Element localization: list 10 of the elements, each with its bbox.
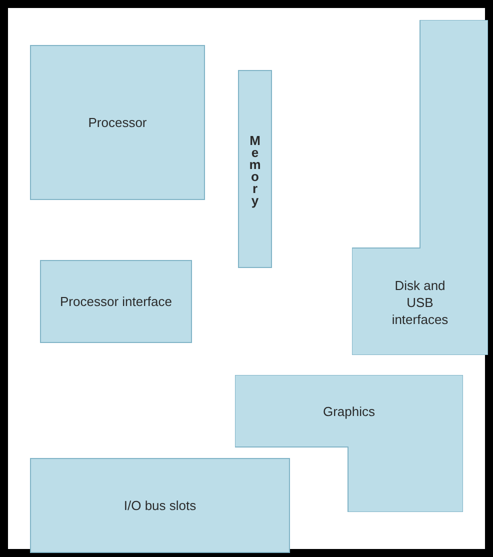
- memory-block: [238, 70, 272, 268]
- processor-interface-block: [40, 260, 192, 343]
- block-label: Memory: [246, 133, 264, 205]
- block-label: I/O bus slots: [124, 497, 196, 514]
- block-label: Processor interface: [60, 293, 172, 310]
- block-label: Processor: [88, 114, 147, 131]
- processor-block: [30, 45, 205, 200]
- block-label: Graphics: [322, 402, 376, 420]
- expansion-slot-block: [30, 458, 290, 553]
- block-label: Disk and USB interfaces: [390, 277, 450, 328]
